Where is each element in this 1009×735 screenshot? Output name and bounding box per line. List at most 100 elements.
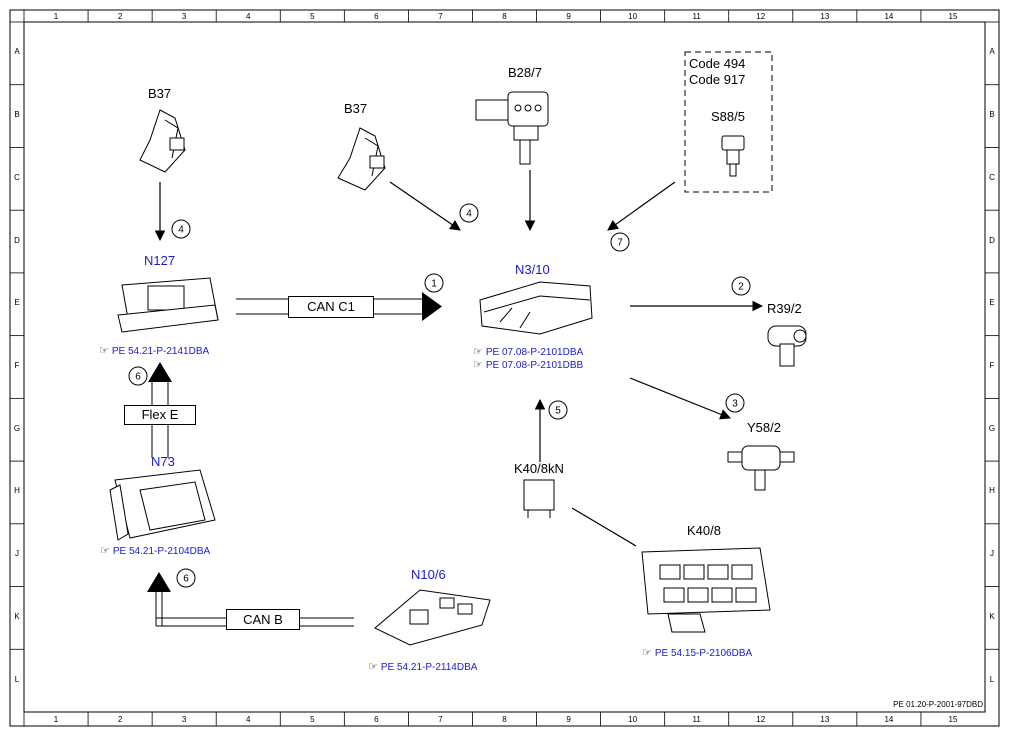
grid-row-label: L [14, 674, 20, 684]
grid-column-label: 3 [181, 12, 187, 21]
signal-number-circle: 3 [725, 393, 745, 413]
label-n73: N73 [151, 454, 175, 469]
grid-column-label: 10 [628, 715, 638, 724]
signal-number: 4 [466, 209, 472, 220]
label-n10-6: N10/6 [411, 567, 446, 582]
valve-y58-2 [727, 445, 795, 491]
grid-row-label: C [14, 172, 20, 182]
grid-column-label: 5 [310, 715, 315, 724]
grid-row-label: E [14, 298, 20, 308]
grid-column-label: 2 [117, 715, 123, 724]
signal-number-circle: 6 [128, 366, 148, 386]
signal-number: 2 [738, 282, 744, 293]
grid-column-label: 7 [438, 12, 443, 21]
signal-number-circle: 2 [731, 276, 751, 296]
label-y58-2: Y58/2 [747, 420, 781, 435]
reference-n3-10-b[interactable]: ☞PE 07.08-P-2101DBB [473, 359, 584, 371]
grid-row-label: E [989, 298, 995, 308]
grid-column-label: 9 [566, 12, 571, 21]
grid-column-label: 10 [628, 12, 638, 21]
module-n73 [109, 469, 216, 541]
grid-column-label: 8 [502, 715, 507, 724]
grid-column-label: 4 [245, 715, 251, 724]
signal-number-circle: 7 [610, 232, 630, 252]
grid-column-label: 1 [53, 715, 59, 724]
grid-row-label: A [989, 47, 995, 57]
grid-row-label: G [988, 423, 996, 433]
signal-number: 1 [431, 279, 437, 290]
grid-column-label: 6 [374, 715, 379, 724]
signal-number-circle: 4 [459, 203, 479, 223]
label-code-917: Code 917 [689, 72, 746, 87]
grid-column-label: 15 [948, 12, 958, 21]
label-r39-2: R39/2 [767, 301, 802, 316]
grid-row-label: B [14, 110, 20, 120]
grid-column-label: 9 [566, 715, 571, 724]
label-s88-5: S88/5 [711, 109, 745, 124]
component-r39-2 [767, 325, 807, 367]
signal-number-circle: 4 [171, 219, 191, 239]
grid-column-label: 13 [820, 12, 830, 21]
grid-row-label: J [990, 549, 994, 559]
label-k40-8: K40/8 [687, 523, 721, 538]
signal-number: 4 [178, 225, 184, 236]
signal-number: 6 [183, 574, 189, 585]
grid-column-label: 7 [438, 715, 443, 724]
switch-s88-5 [721, 135, 745, 177]
grid-row-label: K [14, 611, 20, 621]
grid-column-label: 3 [181, 715, 187, 724]
label-code-494: Code 494 [689, 56, 746, 71]
grid-column-label: 12 [756, 12, 766, 21]
bus-label-can-c1: CAN C1 [288, 296, 374, 318]
pointing-hand-icon: ☞ [473, 346, 483, 358]
grid-column-label: 14 [884, 12, 894, 21]
reference-n10-6[interactable]: ☞PE 54.21-P-2114DBA [368, 661, 478, 673]
reference-n3-10-a[interactable]: ☞PE 07.08-P-2101DBA [473, 346, 584, 358]
accelerator-pedal-sensor-left [139, 109, 186, 173]
reference-k40-8[interactable]: ☞PE 54.15-P-2106DBA [642, 647, 753, 659]
bus-label-flex-e: Flex E [124, 405, 196, 425]
fuse-relay-box-k40-8 [641, 547, 771, 633]
signal-number: 3 [732, 399, 738, 410]
pointing-hand-icon: ☞ [100, 545, 110, 557]
grid-row-label: J [15, 549, 19, 559]
grid-column-label: 14 [884, 715, 894, 724]
pointing-hand-icon: ☞ [368, 661, 378, 673]
signal-number: 5 [555, 406, 561, 417]
accelerator-pedal-sensor-mid [337, 127, 386, 191]
bus-label-can-b: CAN B [226, 609, 300, 630]
grid-row-label: G [13, 423, 21, 433]
label-n3-10: N3/10 [515, 262, 550, 277]
reference-n127[interactable]: ☞PE 54.21-P-2141DBA [99, 345, 210, 357]
module-n127 [117, 277, 219, 333]
label-n127: N127 [144, 253, 176, 268]
module-n10-6 [374, 589, 491, 646]
pressure-sensor-b28-7 [475, 91, 549, 165]
reference-n73[interactable]: ☞PE 54.21-P-2104DBA [100, 545, 211, 557]
label-b28-7: B28/7 [508, 65, 542, 80]
grid-column-label: 1 [53, 12, 59, 21]
grid-column-label: 8 [502, 12, 507, 21]
pointing-hand-icon: ☞ [642, 647, 652, 659]
grid-row-label: F [14, 361, 20, 370]
grid-row-label: L [989, 674, 995, 684]
signal-number: 7 [617, 238, 623, 249]
signal-number-circle: 5 [548, 400, 568, 420]
grid-row-label: C [989, 172, 995, 182]
grid-row-label: H [14, 486, 20, 496]
grid-column-label: 11 [692, 715, 701, 724]
grid-column-label: 4 [245, 12, 251, 21]
grid-column-label: 13 [820, 715, 830, 724]
signal-number: 6 [135, 372, 141, 383]
grid-column-label: 2 [117, 12, 123, 21]
grid-column-label: 15 [948, 715, 958, 724]
pointing-hand-icon: ☞ [99, 345, 109, 357]
grid-row-label: B [989, 110, 995, 120]
grid-column-label: 5 [310, 12, 315, 21]
grid-row-label: D [14, 235, 20, 245]
label-b37-left: B37 [148, 86, 172, 101]
label-b37-mid: B37 [344, 101, 368, 116]
signal-number-circle: 1 [424, 273, 444, 293]
signal-number-circle: 6 [176, 568, 196, 588]
